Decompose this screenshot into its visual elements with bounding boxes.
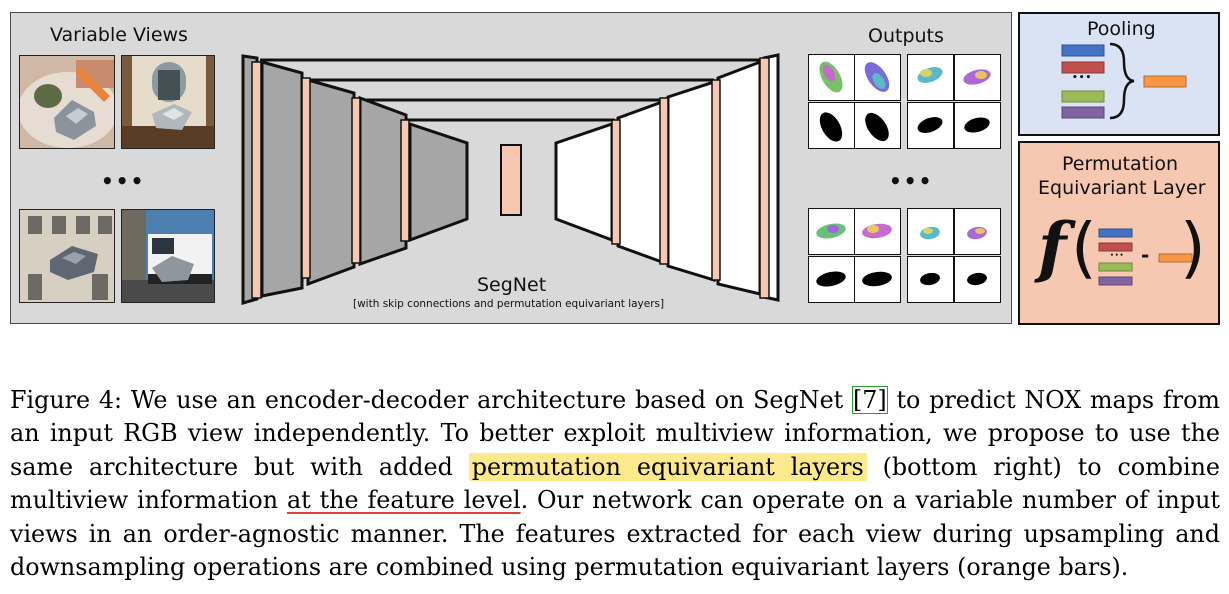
perm-close-paren: ) bbox=[1180, 209, 1206, 286]
perm-function-f: f bbox=[1038, 208, 1067, 286]
caption-prefix: Figure 4: We use an encoder-decoder arch… bbox=[10, 386, 852, 414]
perm-open-paren: ( bbox=[1071, 209, 1097, 286]
segnet-subtitle: [with skip connections and permutation e… bbox=[353, 298, 665, 310]
input-view-building bbox=[121, 55, 215, 149]
underlined-phrase: at the feature level bbox=[286, 486, 521, 515]
variable-views-title: Variable Views bbox=[50, 24, 188, 46]
input-view-facade bbox=[19, 209, 115, 303]
decoder-skip-bars bbox=[611, 57, 770, 299]
outputs-ellipsis: ••• bbox=[889, 169, 934, 193]
encoder-skip-bars bbox=[251, 61, 410, 299]
pooling-list-dots: ••• bbox=[1072, 73, 1093, 83]
pooling-title: Pooling bbox=[1087, 18, 1156, 40]
figure-caption: Figure 4: We use an encoder-decoder arch… bbox=[10, 384, 1220, 584]
caption-part-2: to predict NOX maps from an input RGB vi… bbox=[10, 386, 1220, 481]
perm-title-line2: Equivariant Layer bbox=[1038, 177, 1206, 199]
caption-part-4: . Our network can operate on a variable … bbox=[10, 486, 1220, 582]
perm-title-line1: Permutation bbox=[1062, 153, 1178, 175]
caption-part-3: (bottom right) to combine multiview info… bbox=[10, 452, 1220, 515]
perm-minus: - bbox=[1141, 243, 1150, 267]
citation-link[interactable]: [7] bbox=[852, 386, 888, 414]
bottleneck-block bbox=[500, 144, 522, 216]
highlighted-phrase: permutation equivariant layers bbox=[468, 452, 867, 481]
skip-connections bbox=[260, 58, 762, 122]
perm-list-dots: ••• bbox=[1110, 252, 1125, 259]
input-view-kitchen bbox=[19, 55, 115, 149]
segnet-title: SegNet bbox=[477, 274, 547, 296]
views-ellipsis: ••• bbox=[101, 169, 146, 193]
input-view-street bbox=[121, 209, 215, 303]
decoder bbox=[554, 53, 780, 302]
outputs-title: Outputs bbox=[868, 25, 944, 47]
